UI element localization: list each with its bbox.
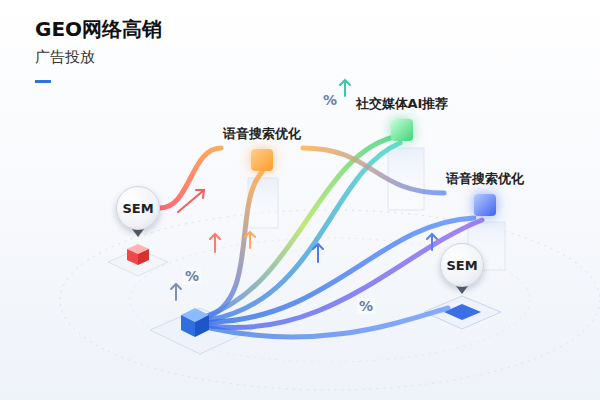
up-arrow	[171, 80, 437, 300]
cube-icon	[251, 149, 273, 171]
caption: 广告投放	[35, 48, 95, 67]
cube-node: 语音搜索优化	[221, 125, 303, 171]
node-label: SEM	[122, 201, 153, 216]
cube-icon	[474, 194, 496, 216]
flow-connector	[303, 148, 444, 193]
floor-ring	[60, 210, 600, 390]
accent-bar	[35, 80, 51, 83]
pin-pointer	[132, 229, 144, 237]
sem-cube	[127, 244, 149, 265]
hub-cube	[181, 308, 209, 337]
percent-mark: %	[357, 298, 375, 314]
percent-mark: %	[183, 268, 201, 284]
cube-icon	[391, 119, 413, 141]
cube-node: 语音搜索优化	[444, 170, 526, 216]
node-label: 语音搜索优化	[446, 170, 524, 188]
percent-mark: %	[321, 92, 339, 108]
pin-pointer	[456, 286, 468, 294]
node-label: 语音搜索优化	[223, 125, 301, 143]
flow-ribbon	[205, 172, 262, 318]
flow-ribbon	[210, 218, 474, 322]
node-label: SEM	[446, 258, 477, 273]
glass-pillar	[388, 148, 424, 210]
flow-connector	[160, 148, 221, 208]
floor-ring	[130, 238, 530, 362]
title: GEO网络高销	[35, 16, 162, 43]
node-label: 社交媒体AI推荐	[356, 95, 449, 113]
cube-node: 社交媒体AI推荐	[354, 95, 451, 141]
flow-ribbon	[210, 308, 448, 337]
pin-node: SEM	[116, 186, 160, 230]
pin-node: SEM	[440, 243, 484, 287]
